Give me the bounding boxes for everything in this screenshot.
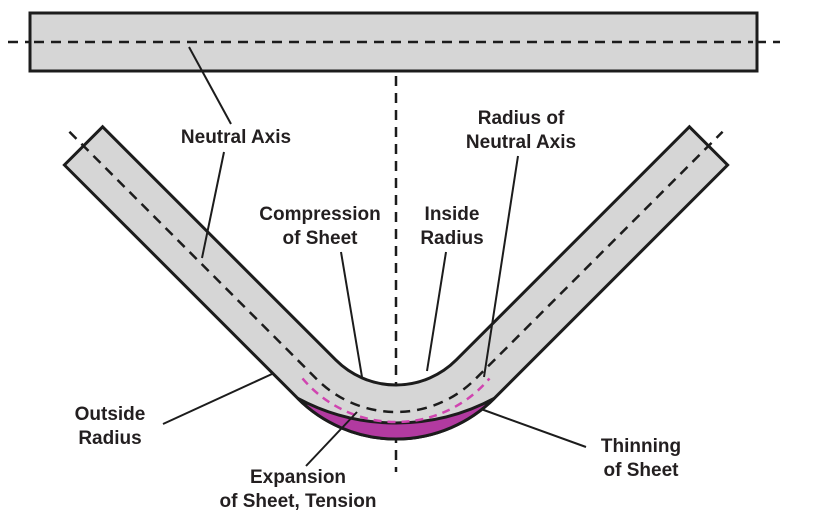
leader-outside-radius: [162, 373, 273, 425]
leader-neutral-axis-bend: [201, 151, 225, 259]
label-thinning: Thinning of Sheet: [601, 436, 681, 481]
leader-compression: [340, 251, 363, 378]
label-expansion: Expansion of Sheet, Tension: [220, 467, 377, 512]
label-inside-radius: Inside Radius: [420, 204, 483, 249]
label-expansion-line1: Expansion: [250, 467, 346, 488]
label-inside-radius-line2: Radius: [420, 228, 483, 249]
label-inside-radius-line1: Inside: [425, 204, 480, 225]
leader-thinning: [480, 408, 587, 448]
thinning-region: [296, 396, 496, 441]
leader-neutral-axis-top: [188, 46, 232, 125]
label-compression: Compression of Sheet: [259, 204, 380, 249]
leader-radius-of-neutral-axis: [483, 155, 519, 378]
leader-expansion: [305, 411, 358, 467]
shifted-neutral-axis-line: [301, 377, 491, 424]
label-radius-of-neutral-axis: Radius of Neutral Axis: [466, 108, 576, 153]
label-expansion-line2: of Sheet, Tension: [220, 491, 377, 512]
leader-inside-radius: [426, 251, 447, 372]
label-thinning-line2: of Sheet: [604, 460, 680, 481]
label-compression-line2: of Sheet: [283, 228, 359, 249]
label-outside-radius-line2: Radius: [78, 428, 141, 449]
label-neutral-axis: Neutral Axis: [181, 127, 291, 148]
label-thinning-line1: Thinning: [601, 436, 681, 457]
label-outside-radius-line1: Outside: [75, 404, 146, 425]
label-radius-of-neutral-axis-line1: Radius of: [478, 108, 565, 129]
label-outside-radius: Outside Radius: [75, 404, 146, 449]
label-compression-line1: Compression: [259, 204, 380, 225]
label-neutral-axis-line1: Neutral Axis: [181, 127, 291, 148]
label-radius-of-neutral-axis-line2: Neutral Axis: [466, 132, 576, 153]
